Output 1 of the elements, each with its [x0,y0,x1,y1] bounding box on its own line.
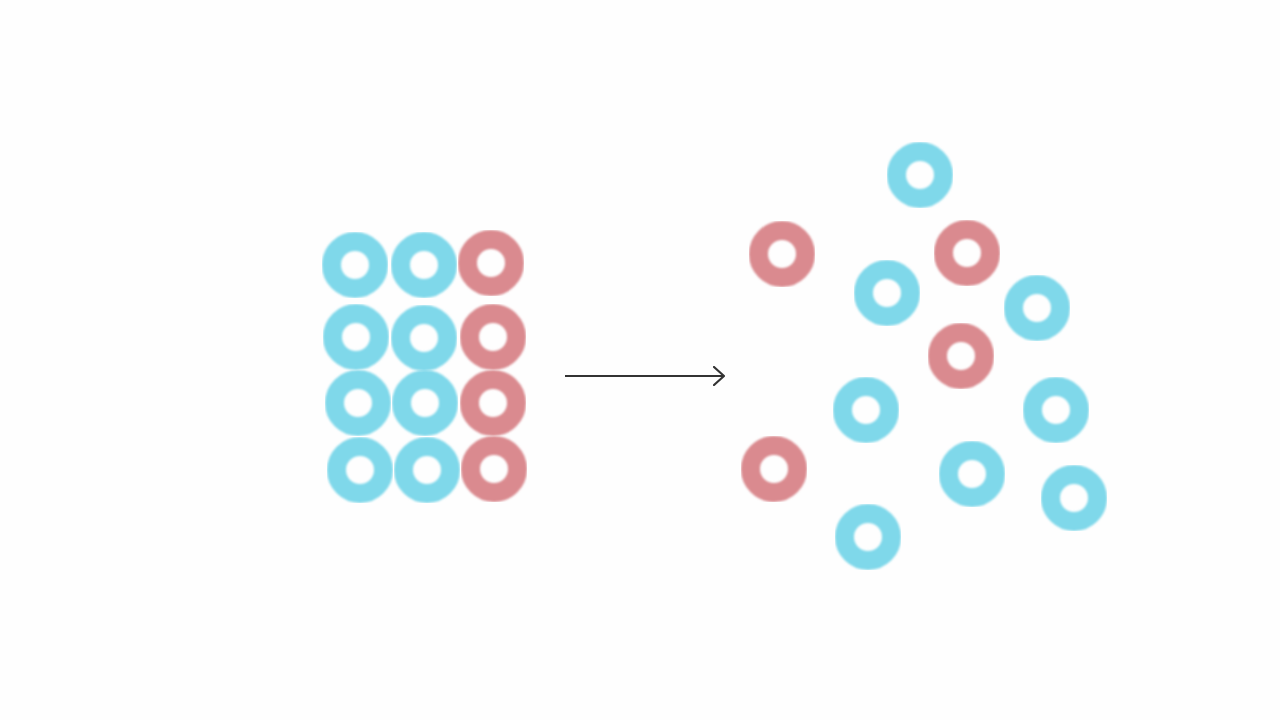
arrow [565,365,726,387]
